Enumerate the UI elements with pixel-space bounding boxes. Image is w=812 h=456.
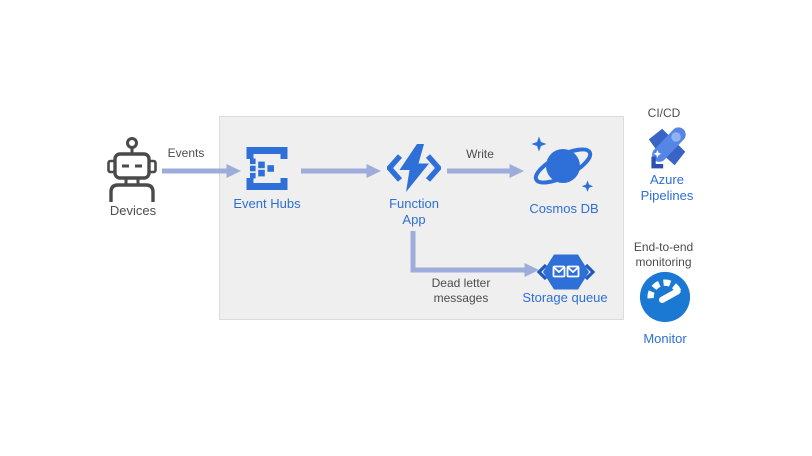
events-edge-label: Events [167,146,205,160]
event-hubs-label: Event Hubs [233,196,301,211]
cicd-caption: CI/CD [647,106,681,120]
dead-letter-edge-label: Dead letter messages [431,276,491,305]
monitor-gauge-icon [639,271,691,323]
function-app-icon [387,144,441,192]
devices-label: Devices [109,203,157,218]
event-hubs-icon [246,147,288,190]
cosmos-db-label: Cosmos DB [529,201,599,216]
monitoring-caption: End-to-end monitoring [633,240,694,269]
azure-pipelines-icon [648,127,686,169]
storage-queue-label: Storage queue [522,290,608,305]
storage-queue-icon [537,254,595,290]
azure-pipelines-label: Azure Pipelines [640,172,694,203]
robot-icon [107,137,157,202]
monitor-label: Monitor [643,331,687,346]
cosmos-db-icon [531,136,594,192]
function-app-label: Function App [389,196,439,227]
write-edge-label: Write [466,147,494,161]
